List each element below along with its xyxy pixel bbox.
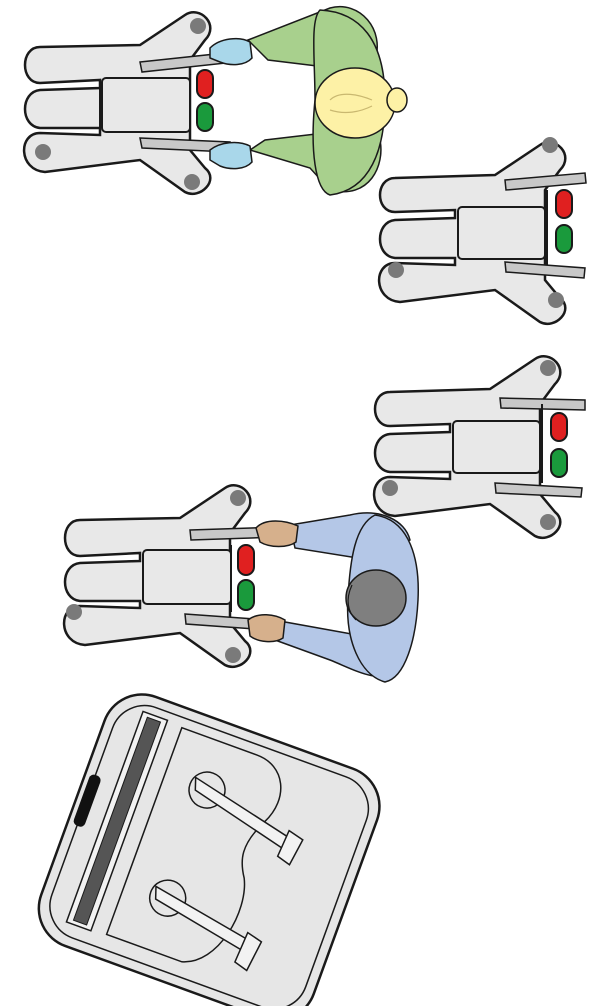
controller-1-plate [101,77,191,133]
controller-unit-3 [372,355,586,539]
controller-3-stop-button [550,412,568,442]
controller-2-handle-bar-bottom [504,261,586,279]
controller-3-joint-dot [540,360,556,376]
operator-1-head [314,67,396,139]
controller-4-joint-dot [225,647,241,663]
controller-unit-2 [377,137,587,325]
controller-2-joint-dot [548,292,564,308]
operator-2-head [345,569,407,627]
operator-1 [209,5,408,196]
controller-4-go-button [237,579,255,611]
controller-1-joint-dot [184,174,200,190]
controller-2-handle-bar-top [504,172,587,191]
controller-2-joint-dot [542,137,558,153]
operator-1-glove-bottom [209,141,253,170]
operator-2-hand-bottom [247,614,286,643]
controller-1-joint-dot [35,144,51,160]
operator-2 [247,512,419,683]
controller-4-joint-dot [66,604,82,620]
controller-4-plate [142,549,232,605]
pedal-lever-bottom-tip [233,931,263,972]
controller-4-stop-button [237,544,255,576]
controller-3-go-button [550,448,568,478]
controller-2-stop-button [555,189,573,219]
controller-1-joint-dot [190,18,206,34]
controller-unit-1 [22,11,231,195]
controller-3-plate [452,420,541,474]
controller-1-stop-button [196,69,214,99]
pedal-box-handle [73,774,101,827]
controller-2-go-button [555,224,573,254]
controller-4-joint-dot [230,490,246,506]
controller-3-handle-bar-bottom [494,482,583,498]
controller-2-plate [457,206,546,260]
operator-2-hand-top [255,520,299,548]
pedal-box-rail-dark [72,716,162,926]
controller-2-joint-dot [388,262,404,278]
controller-1-go-button [196,102,214,132]
controller-3-joint-dot [540,514,556,530]
operator-1-hair-bun [386,87,408,113]
operator-1-glove-top [209,37,253,66]
pedal-lever-top-tip [276,829,304,866]
controller-3-joint-dot [382,480,398,496]
pedal-box [37,693,381,1006]
controller-unit-4 [62,484,281,668]
